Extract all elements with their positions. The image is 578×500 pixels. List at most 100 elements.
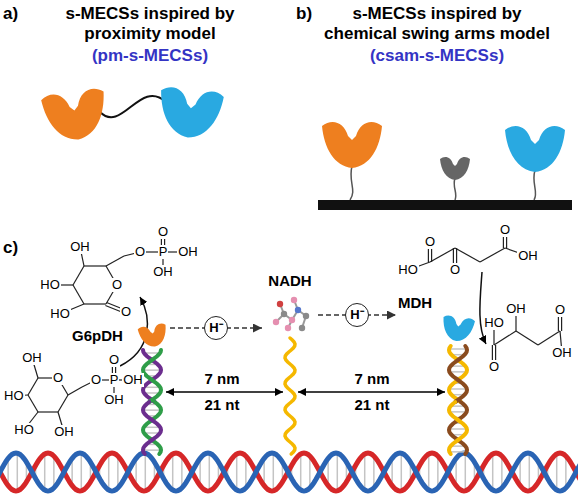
base-pair	[337, 453, 339, 491]
bond	[38, 411, 58, 412]
base-pair	[273, 453, 275, 491]
base-pair	[17, 453, 19, 491]
base-pair	[145, 453, 147, 491]
atom-label: HO	[397, 263, 419, 277]
reaction-arrow	[480, 272, 486, 344]
enzyme-shape	[440, 315, 475, 344]
panel-subtitle: (csam-s-MECSs)	[370, 46, 504, 66]
proximity-model	[41, 86, 225, 144]
dimension-label: 7 nm	[204, 371, 239, 387]
atom-label: OH	[53, 425, 75, 439]
chemical-bonds	[12, 230, 562, 432]
atom-label: O	[488, 360, 500, 374]
grey-swing-arm	[440, 157, 470, 180]
atom-label: OH	[21, 351, 43, 365]
dimension-label: 21 nt	[354, 397, 389, 413]
bond	[494, 331, 516, 345]
hydride-label: H⁻	[345, 303, 369, 327]
base-pair	[117, 456, 119, 488]
swing-arm-model	[318, 122, 572, 210]
base-pair	[449, 388, 467, 390]
tether	[350, 166, 353, 200]
atom-label: OH	[517, 249, 539, 263]
bond	[68, 387, 82, 395]
dimension-label: 21 nt	[204, 397, 239, 413]
blue-enzyme	[505, 126, 565, 172]
atom-label: HO	[39, 278, 61, 292]
panel-letter: c)	[3, 238, 18, 258]
bond	[516, 331, 538, 345]
atom-label: OH	[152, 265, 174, 279]
bond	[28, 395, 38, 412]
atom-label: P	[158, 245, 169, 259]
bond	[28, 378, 38, 395]
dna-strand	[0, 453, 578, 491]
panel-title: s-MECSs inspired by proximity model	[50, 4, 250, 44]
atom-label: OH	[69, 240, 91, 254]
bond	[480, 248, 505, 262]
dna-scaffold	[0, 338, 578, 491]
dna-strand	[449, 346, 467, 402]
atom-label: O	[111, 278, 123, 292]
panel-letter: b)	[296, 4, 312, 24]
atom-label: O	[554, 303, 566, 317]
base-pair	[501, 456, 503, 488]
dna-strand	[449, 402, 467, 454]
tether	[534, 170, 536, 200]
dna-strand	[143, 350, 161, 402]
base-pair	[428, 454, 430, 490]
enzyme-shape	[440, 312, 476, 344]
bond	[73, 266, 84, 285]
dna-strand	[285, 338, 295, 454]
dna-strand	[143, 402, 161, 454]
enzyme-node: G6pDH	[70, 318, 170, 354]
enzyme-label: G6pDH	[72, 327, 123, 344]
molecule-atom	[303, 313, 309, 319]
molecule-atom	[299, 325, 305, 331]
enzyme-shape	[137, 321, 169, 349]
bond	[430, 248, 455, 262]
linker-line	[100, 96, 166, 117]
base-pair	[143, 369, 161, 371]
base-pair	[556, 454, 558, 490]
enzyme-label: NADH	[268, 272, 311, 289]
base-pair	[565, 456, 567, 488]
atom-label: O	[90, 373, 102, 387]
atom-label: HO	[483, 316, 505, 330]
atom-label: O	[52, 371, 64, 385]
base-pair	[492, 454, 494, 490]
atom-label: HO	[3, 389, 25, 403]
base-pair	[449, 428, 467, 430]
tether	[454, 178, 456, 200]
panel-subtitle: (pm-s-MECSs)	[92, 46, 208, 66]
base-pair	[245, 456, 247, 488]
orange-enzyme	[41, 87, 110, 144]
enzyme-node: NADH	[262, 272, 318, 338]
base-pair	[401, 453, 403, 491]
orange-enzyme	[322, 122, 382, 168]
base-pair	[437, 456, 439, 488]
molecule-atom	[291, 297, 297, 303]
blue-enzyme	[157, 86, 225, 141]
base-pair	[449, 348, 467, 350]
base-pair	[373, 456, 375, 488]
atom-label: HO	[49, 307, 71, 321]
bond	[84, 265, 106, 266]
atom-label: OH	[122, 373, 144, 387]
molecule-atom	[273, 319, 279, 325]
dimension-arrows	[166, 392, 445, 393]
base-pair	[172, 454, 174, 490]
hydride-label: H⁻	[204, 316, 228, 340]
molecule-atom	[295, 307, 301, 313]
dna-strand	[449, 346, 467, 402]
bond	[455, 248, 480, 262]
atom-label: OH	[505, 302, 527, 316]
atom-label: HO	[13, 423, 35, 437]
panel-letter: a)	[3, 4, 18, 24]
dna-strand	[449, 402, 467, 454]
base-pair	[209, 453, 211, 491]
atom-label: OH	[177, 245, 199, 259]
atom-label: OH	[103, 393, 125, 407]
molecule-atom	[277, 301, 283, 307]
reaction-arrows	[120, 272, 486, 366]
